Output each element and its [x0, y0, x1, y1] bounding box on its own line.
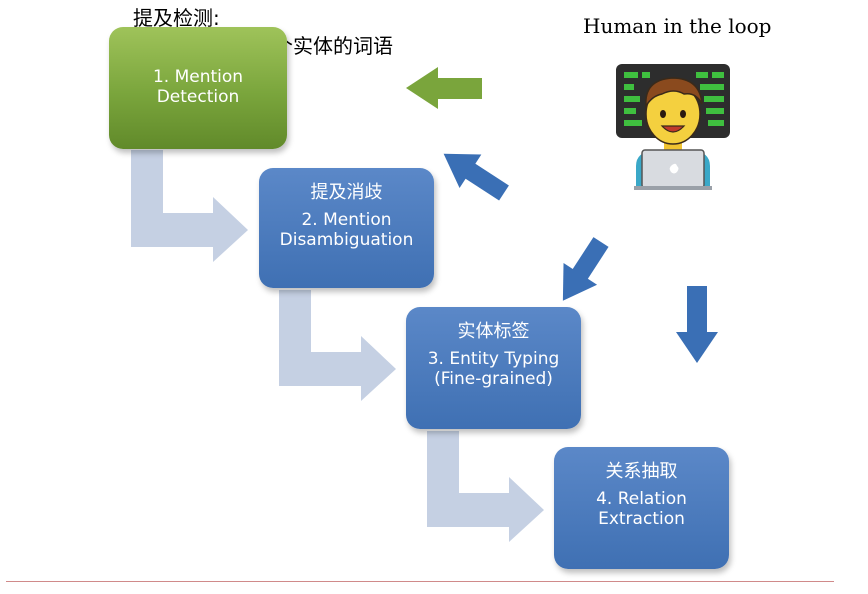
bottom-divider — [6, 581, 834, 582]
step4-en-line1: 4. Relation — [596, 489, 687, 509]
step2-en-line1: 2. Mention — [301, 210, 392, 230]
step4-zh-label: 关系抽取 — [605, 461, 678, 482]
feedback-arrow-to-step2 — [443, 153, 509, 201]
heading-line1: 提及检测: — [133, 6, 220, 30]
flow-arrow-1-2 — [131, 150, 248, 262]
flow-arrow-2-3 — [279, 290, 396, 401]
step3-en-line2: (Fine-grained) — [434, 369, 553, 389]
step3-zh-label: 实体标签 — [457, 321, 530, 342]
step2-zh-label: 提及消歧 — [310, 182, 383, 203]
human-with-laptop-icon — [616, 64, 730, 190]
step3-en-line1: 3. Entity Typing — [427, 349, 560, 369]
step2-en-line2: Disambiguation — [279, 230, 414, 250]
step1-mention-detection-box: 1. Mention Detection — [109, 27, 287, 149]
feedback-arrow-to-step1 — [406, 67, 482, 109]
step3-entity-typing-box: 实体标签 3. Entity Typing (Fine-grained) — [406, 307, 581, 429]
step1-en-line2: Detection — [156, 87, 240, 107]
step4-relation-extraction-box: 关系抽取 4. Relation Extraction — [554, 447, 729, 569]
step1-en-line1: 1. Mention — [152, 67, 244, 87]
step4-en-line2: Extraction — [598, 509, 685, 529]
feedback-arrow-to-step4 — [676, 286, 718, 363]
feedback-arrow-to-step3 — [562, 237, 609, 301]
step2-mention-disambiguation-box: 提及消歧 2. Mention Disambiguation — [259, 168, 434, 288]
human-in-the-loop-label: Human in the loop — [583, 14, 772, 38]
flow-arrow-3-4 — [427, 431, 544, 542]
